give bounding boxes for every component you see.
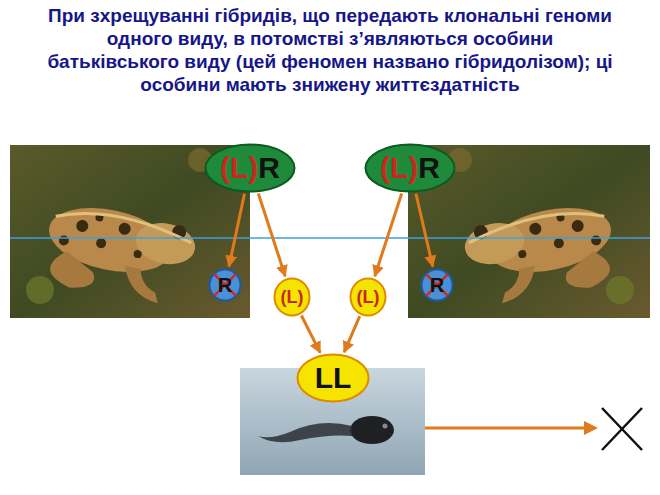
blue-circle: R — [208, 268, 242, 302]
shape-outline — [351, 279, 386, 316]
green-ellipse: (L)R — [204, 143, 296, 193]
yellow-circle: (L) — [349, 277, 387, 317]
shape-outline — [366, 145, 455, 192]
yellow-ellipse: LL — [296, 353, 370, 403]
shape-outline — [298, 355, 369, 402]
genome-label: (L) — [380, 151, 418, 185]
cross-mark — [214, 274, 236, 296]
arrow-connector — [375, 194, 402, 277]
arrow-connector — [301, 316, 320, 353]
arrow-connector — [229, 194, 245, 267]
shape-outline — [275, 279, 310, 316]
genome-label: R — [430, 274, 444, 297]
cross-mark — [214, 274, 236, 296]
cross-mark — [426, 274, 448, 296]
shape-outline — [422, 270, 453, 301]
slide-title: При зхрещуванні гібридів, що передають к… — [40, 4, 620, 96]
yellow-circle: (L) — [273, 277, 311, 317]
node-label: (L)R — [364, 143, 456, 193]
green-ellipse: (L)R — [364, 143, 456, 193]
genome-label: (L) — [220, 151, 258, 185]
shape-outline — [206, 145, 295, 192]
genome-label: LL — [315, 361, 352, 395]
node-label: (L)R — [204, 143, 296, 193]
genome-label: R — [258, 151, 280, 185]
genome-label: R — [418, 151, 440, 185]
genome-label: (L) — [281, 287, 304, 308]
arrow-connector — [258, 194, 285, 277]
node-label: (L) — [349, 277, 387, 317]
blue-circle: R — [420, 268, 454, 302]
node-label: LL — [296, 353, 370, 403]
node-label: R — [420, 268, 454, 302]
shape-outline — [210, 270, 241, 301]
node-label: (L) — [273, 277, 311, 317]
genome-label: (L) — [357, 287, 380, 308]
genome-label: R — [218, 274, 232, 297]
node-label: R — [208, 268, 242, 302]
cross-mark — [426, 274, 448, 296]
arrow-connector — [416, 194, 433, 267]
arrow-connector — [344, 316, 360, 352]
